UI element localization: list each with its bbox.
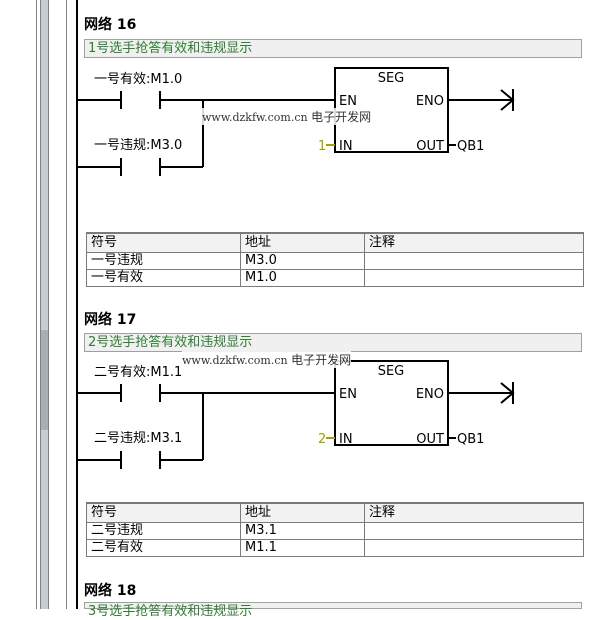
in-value[interactable]: 1 xyxy=(318,139,326,154)
in-pin: IN xyxy=(339,432,353,447)
cell-comment[interactable] xyxy=(364,269,584,287)
contact-1-label[interactable]: 二号有效:M1.1 xyxy=(94,365,182,380)
en-pin: EN xyxy=(339,94,357,109)
table-row[interactable]: 一号违规 M3.0 xyxy=(86,252,584,270)
eno-pin: ENO xyxy=(416,387,444,402)
table-row[interactable]: 一号有效 M1.0 xyxy=(86,269,584,287)
cell-symbol[interactable]: 二号违规 xyxy=(86,522,241,540)
in-pin: IN xyxy=(339,139,353,154)
cell-comment[interactable] xyxy=(364,539,584,557)
cell-address[interactable]: M1.0 xyxy=(240,269,365,287)
network-16-comment[interactable]: 1号选手抢答有效和违规显示 xyxy=(84,39,582,58)
cell-symbol[interactable]: 一号违规 xyxy=(86,252,241,270)
watermark-name: 电子开发网 xyxy=(311,110,372,124)
table-header: 符号 地址 注释 xyxy=(86,502,584,523)
cell-symbol[interactable]: 二号有效 xyxy=(86,539,241,557)
seg-box-name: SEG xyxy=(378,71,405,86)
col-symbol[interactable]: 符号 xyxy=(86,232,241,253)
cell-symbol[interactable]: 一号有效 xyxy=(86,269,241,287)
symbol-table-16: 符号 地址 注释 一号违规 M3.0 一号有效 M1.0 xyxy=(86,232,584,287)
out-value[interactable]: QB1 xyxy=(457,432,484,447)
watermark: www.dzkfw.com.cn 电子开发网 xyxy=(182,351,352,368)
out-value[interactable]: QB1 xyxy=(457,139,484,154)
network-18-title[interactable]: 网络 18 xyxy=(84,583,137,599)
vertical-scrollbar[interactable] xyxy=(40,0,49,609)
cell-address[interactable]: M3.1 xyxy=(240,522,365,540)
frame-line xyxy=(66,0,67,609)
out-pin: OUT xyxy=(416,432,444,447)
watermark-url: www.dzkfw.com.cn xyxy=(202,111,308,124)
table-header: 符号 地址 注释 xyxy=(86,232,584,253)
network-18-comment[interactable]: 3号选手抢答有效和违规显示 xyxy=(84,602,582,619)
cell-address[interactable]: M1.1 xyxy=(240,539,365,557)
cell-address[interactable]: M3.0 xyxy=(240,252,365,270)
table-row[interactable]: 二号有效 M1.1 xyxy=(86,539,584,557)
eno-pin: ENO xyxy=(416,94,444,109)
watermark-name: 电子开发网 xyxy=(291,353,352,367)
left-gutter xyxy=(0,0,76,609)
cell-comment[interactable] xyxy=(364,522,584,540)
seg-box[interactable] xyxy=(334,360,449,446)
frame-line xyxy=(36,0,37,609)
col-comment[interactable]: 注释 xyxy=(364,502,584,523)
col-comment[interactable]: 注释 xyxy=(364,232,584,253)
watermark: www.dzkfw.com.cn 电子开发网 xyxy=(202,108,372,125)
out-pin: OUT xyxy=(416,139,444,154)
scrollbar-thumb[interactable] xyxy=(41,330,48,430)
symbol-table-17: 符号 地址 注释 二号违规 M3.1 二号有效 M1.1 xyxy=(86,502,584,557)
contact-2-label[interactable]: 二号违规:M3.1 xyxy=(94,431,182,446)
in-value[interactable]: 2 xyxy=(318,432,326,447)
network-16-ladder: 一号有效:M1.0 一号违规:M3.0 SEG EN ENO IN OUT 1 … xyxy=(77,67,515,176)
col-address[interactable]: 地址 xyxy=(240,232,365,253)
network-17-comment[interactable]: 2号选手抢答有效和违规显示 xyxy=(84,333,582,352)
network-17-title[interactable]: 网络 17 xyxy=(84,312,137,328)
power-rail xyxy=(76,0,78,609)
col-symbol[interactable]: 符号 xyxy=(86,502,241,523)
watermark-url: www.dzkfw.com.cn xyxy=(182,354,288,367)
contact-1-label[interactable]: 一号有效:M1.0 xyxy=(94,72,182,87)
col-address[interactable]: 地址 xyxy=(240,502,365,523)
table-row[interactable]: 二号违规 M3.1 xyxy=(86,522,584,540)
network-16-title[interactable]: 网络 16 xyxy=(84,17,137,33)
seg-box-name: SEG xyxy=(378,364,405,379)
cell-comment[interactable] xyxy=(364,252,584,270)
network-17-ladder: 二号有效:M1.1 二号违规:M3.1 SEG EN ENO IN OUT 2 … xyxy=(77,360,515,469)
contact-2-label[interactable]: 一号违规:M3.0 xyxy=(94,138,182,153)
en-pin: EN xyxy=(339,387,357,402)
